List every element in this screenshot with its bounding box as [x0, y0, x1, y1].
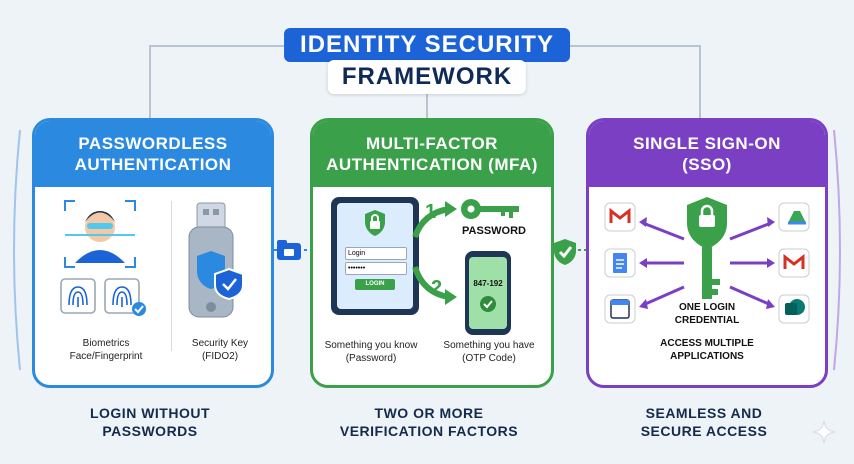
sso-footer-line-2: SECURE ACCESS [640, 423, 768, 439]
password-label: PASSWORD [462, 225, 526, 237]
step-2: 2 [431, 277, 443, 299]
security-key-label-line-1: Security Key [191, 338, 249, 349]
password-field-text: ••••••• [348, 265, 366, 272]
tablet-device: Login ••••••• LOGIN [331, 197, 419, 315]
sparkle-icon [812, 420, 836, 444]
step-arrows [412, 201, 457, 305]
passwordless-title-line-2: AUTHENTICATION [74, 155, 232, 174]
mfa-panel: MULTI-FACTOR AUTHENTICATION (MFA) Login … [310, 118, 554, 388]
divider [171, 201, 172, 351]
sso-diagram [604, 197, 810, 324]
otp-code: 847-192 [473, 279, 503, 288]
have-label-line-2: (OTP Code) [462, 353, 516, 364]
mfa-title-line-2: AUTHENTICATION (MFA) [326, 155, 538, 174]
mfa-footer-line-1: TWO OR MORE [374, 405, 484, 421]
check-badge-icon [132, 302, 146, 316]
sso-footer-line-1: SEAMLESS AND [645, 405, 763, 421]
sso-footer: SEAMLESS AND SECURE ACCESS [584, 404, 824, 440]
access-label-line-2: APPLICATIONS [670, 351, 744, 362]
key-icon [461, 199, 519, 219]
lock-shield-icon [365, 210, 385, 236]
step-1: 1 [425, 201, 437, 223]
security-key-label-line-2: (FIDO2) [201, 351, 239, 362]
otp-check-icon [480, 296, 496, 312]
login-field[interactable]: Login [345, 247, 407, 260]
passwordless-footer-line-2: PASSWORDS [102, 423, 198, 439]
credential-label-line-2: CREDENTIAL [674, 315, 740, 326]
sso-title-line-1: SINGLE SIGN-ON [633, 134, 781, 153]
drive-icon [778, 202, 810, 232]
access-arrows [642, 221, 772, 307]
passwordless-footer: LOGIN WITHOUT PASSWORDS [30, 404, 270, 440]
folder-lock-icon [277, 240, 301, 260]
security-key-icon [188, 202, 244, 318]
shield-check-icon [554, 239, 576, 265]
calendar-icon [604, 294, 636, 324]
gmail-icon [604, 202, 636, 232]
credential-label-line-1: ONE LOGIN [678, 302, 736, 313]
know-label-line-1: Something you know [324, 340, 418, 351]
biometrics-illustration [60, 200, 146, 316]
access-label-line-1: ACCESS MULTIPLE [660, 338, 754, 349]
passwordless-header: PASSWORDLESS AUTHENTICATION [35, 121, 271, 187]
phone-device: 847-192 [465, 251, 511, 335]
passwordless-panel: PASSWORDLESS AUTHENTICATION [32, 118, 274, 388]
passwordless-footer-line-1: LOGIN WITHOUT [89, 405, 211, 421]
login-button[interactable]: LOGIN [355, 279, 395, 290]
mfa-footer-line-2: VERIFICATION FACTORS [339, 423, 519, 439]
mfa-footer: TWO OR MORE VERIFICATION FACTORS [309, 404, 549, 440]
passwordless-title-line-1: PASSWORDLESS [78, 134, 228, 153]
page-title-line-2: FRAMEWORK [327, 60, 527, 94]
master-key-icon [687, 197, 727, 299]
biometrics-label-line-2: Face/Fingerprint [69, 351, 143, 362]
have-label-line-1: Something you have [443, 340, 535, 351]
fingerprint-icon [60, 278, 140, 314]
login-field-text: Login [348, 250, 366, 257]
mfa-header: MULTI-FACTOR AUTHENTICATION (MFA) [313, 121, 551, 187]
biometrics-label-line-1: Biometrics [82, 338, 130, 349]
sharepoint-icon [778, 294, 810, 324]
gmail-icon [778, 248, 810, 278]
docs-icon [604, 248, 636, 278]
page-title-line-1: IDENTITY SECURITY [284, 28, 570, 62]
mfa-title-line-1: MULTI-FACTOR [366, 134, 498, 153]
password-field[interactable]: ••••••• [345, 262, 407, 275]
sso-title-line-2: (SSO) [682, 155, 732, 174]
face-scan-icon [64, 200, 136, 268]
sso-header: SINGLE SIGN-ON (SSO) [589, 121, 825, 187]
know-label-line-2: (Password) [345, 353, 397, 364]
sso-panel: SINGLE SIGN-ON (SSO) ONE LOGIN CREDENT [586, 118, 828, 388]
